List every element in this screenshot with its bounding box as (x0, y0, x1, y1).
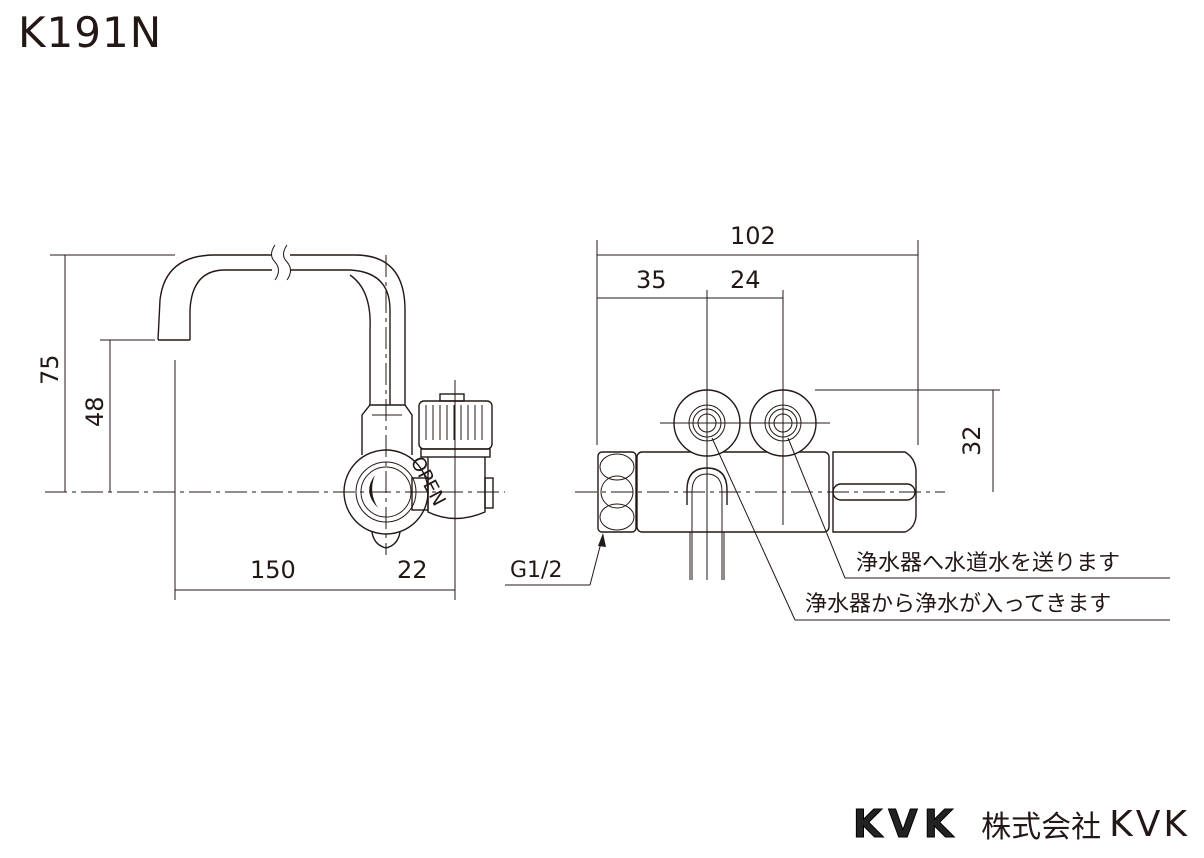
dim-75: 75 (36, 354, 64, 385)
side-view-faucet: OPEN (45, 244, 505, 600)
dim-32: 32 (958, 425, 986, 456)
dim-22: 22 (397, 556, 428, 584)
dim-35: 35 (636, 266, 667, 294)
callout-from-purifier: 浄水器から浄水が入ってきます (805, 592, 1111, 617)
top-view-dimensions: 102 35 24 32 G1/2 浄水器へ水道水を送ります 浄水器から浄水が入… (505, 222, 1170, 621)
thread-label: G1/2 (510, 558, 562, 583)
company-name-jp: 株式会社 (981, 810, 1102, 845)
dim-102: 102 (730, 222, 776, 250)
rotate-arrow-icon (369, 475, 378, 508)
company-name-en: KVK (1109, 803, 1190, 845)
company-name: 株式会社 KVK (981, 802, 1190, 846)
footer-branding: KVK 株式会社 KVK (852, 802, 1190, 847)
arrow-icon (598, 533, 606, 547)
dim-48: 48 (81, 396, 109, 427)
side-view-dimensions: 75 48 150 22 (36, 254, 455, 600)
kvk-logo: KVK (852, 802, 960, 847)
dim-150: 150 (250, 556, 296, 584)
dim-24: 24 (730, 266, 761, 294)
model-number-title: K191N (18, 8, 163, 57)
callout-to-purifier: 浄水器へ水道水を送ります (856, 551, 1120, 576)
